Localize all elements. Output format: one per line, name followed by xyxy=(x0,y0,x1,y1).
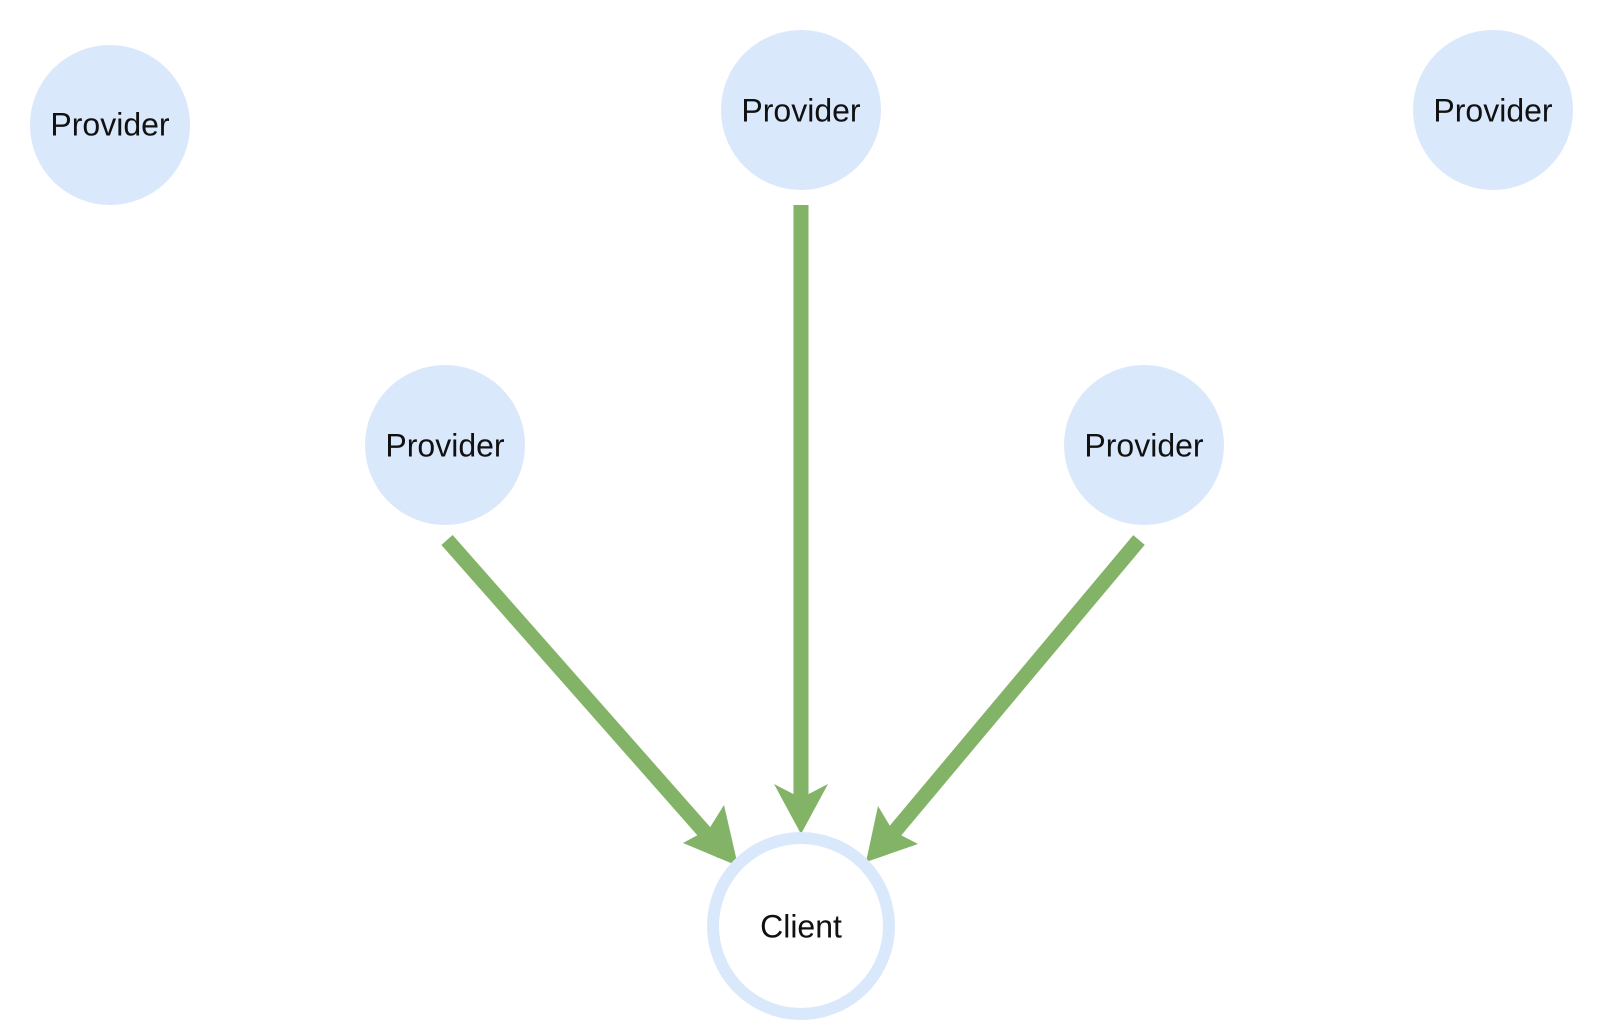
node-label: Provider xyxy=(50,106,170,142)
node-label: Provider xyxy=(385,427,505,463)
provider-node-top-left[interactable]: Provider xyxy=(30,45,190,205)
arrowhead-icon xyxy=(866,806,918,862)
edges xyxy=(441,205,1145,866)
edge-provider-middle-right-to-client xyxy=(866,535,1145,862)
node-circle xyxy=(1064,365,1224,525)
node-circle xyxy=(1413,30,1573,190)
node-circle xyxy=(365,365,525,525)
edge-provider-middle-left-to-client xyxy=(441,535,738,866)
client-node[interactable]: Client xyxy=(707,832,895,1020)
edge-provider-top-center-to-client xyxy=(774,205,828,834)
provider-node-top-center[interactable]: Provider xyxy=(721,30,881,190)
provider-node-top-right[interactable]: Provider xyxy=(1413,30,1573,190)
node-label: Provider xyxy=(1084,427,1204,463)
edge-line xyxy=(441,535,729,858)
node-circle xyxy=(721,30,881,190)
provider-node-middle-right[interactable]: Provider xyxy=(1064,365,1224,525)
node-label: Client xyxy=(760,908,842,944)
node-label: Provider xyxy=(1433,92,1553,128)
provider-node-middle-left[interactable]: Provider xyxy=(365,365,525,525)
node-circle xyxy=(30,45,190,205)
arrowhead-icon xyxy=(683,805,738,866)
arrowhead-icon xyxy=(774,784,828,834)
node-label: Provider xyxy=(741,92,861,128)
node-circle xyxy=(707,832,895,1020)
nodes: Provider Provider Provider Provider Prov… xyxy=(30,30,1573,1020)
edge-line xyxy=(874,535,1145,854)
